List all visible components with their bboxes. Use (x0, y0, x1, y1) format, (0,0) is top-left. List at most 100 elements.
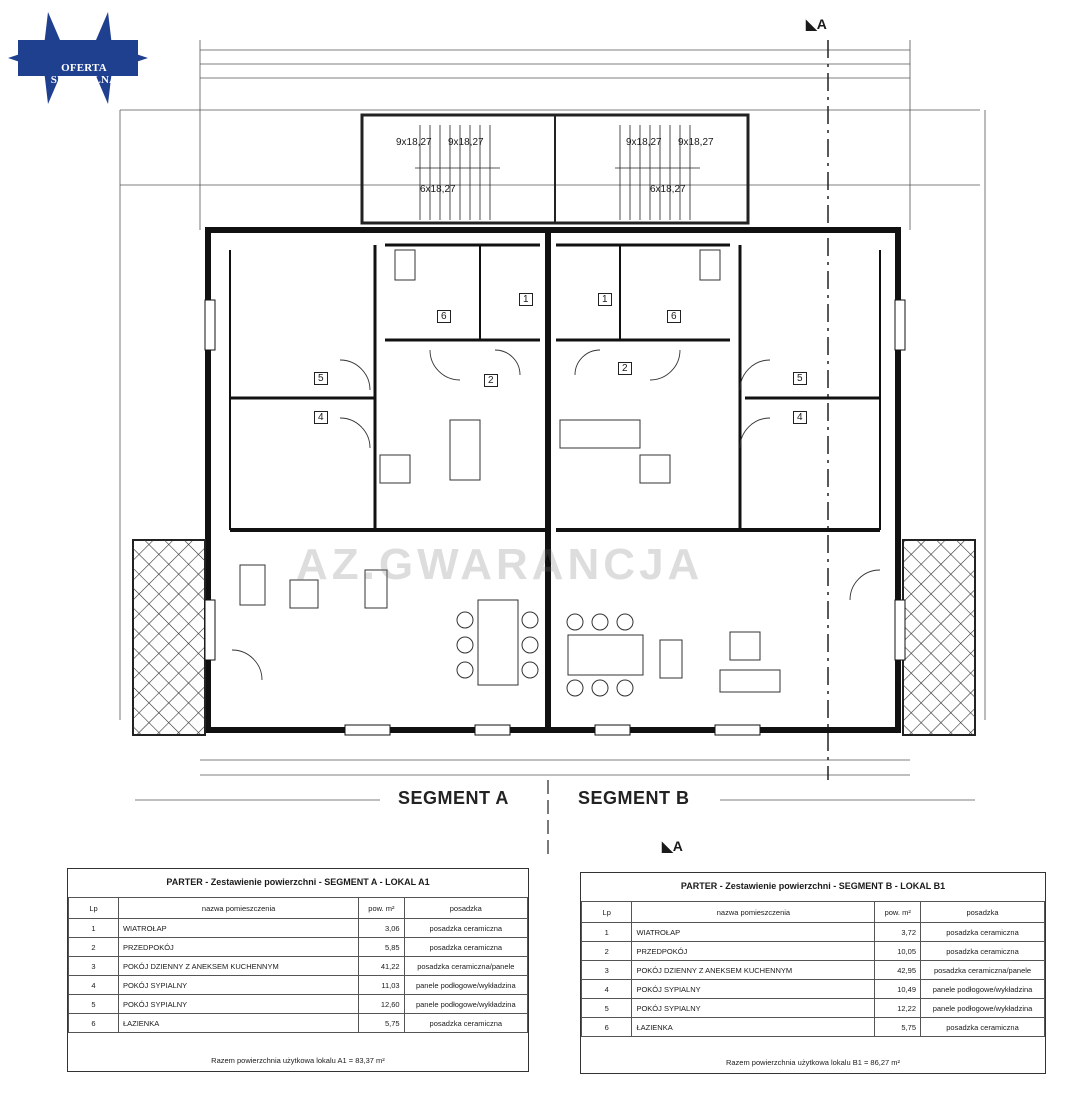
cell-floor: panele podłogowe/wykładzina (403, 994, 529, 1014)
cell-floor: posadzka ceramiczna/panele (920, 960, 1045, 980)
cell-name: POKÓJ DZIENNY Z ANEKSEM KUCHENNYM (631, 960, 876, 980)
cell-area: 12,60 (358, 994, 405, 1014)
col-lp: Lp (68, 897, 119, 919)
star-badge-icon (8, 12, 148, 104)
cell-lp: 1 (68, 918, 119, 938)
cell-floor: posadzka ceramiczna (920, 922, 1045, 942)
cell-floor: posadzka ceramiczna (920, 1017, 1045, 1037)
room-number: 1 (598, 293, 612, 306)
section-mark-top-label: A (816, 16, 827, 32)
cell-lp: 6 (68, 1013, 119, 1033)
table-header-row: Lp nazwa pomieszczenia pow. m² posadzka (580, 901, 1045, 923)
cell-name: POKÓJ SYPIALNY (117, 994, 360, 1014)
col-area: pow. m² (874, 901, 922, 923)
cell-area: 5,85 (358, 937, 405, 957)
cell-floor: posadzka ceramiczna (920, 941, 1045, 961)
stair-label: 9x18,27 (448, 137, 484, 148)
terrace-right-hatch (903, 540, 975, 735)
cell-area: 41,22 (358, 956, 405, 976)
windows (204, 299, 906, 736)
segment-b-label: SEGMENT B (578, 788, 690, 808)
dimension-lines (119, 40, 986, 801)
cell-name: PRZEDPOKÓJ (117, 937, 360, 957)
col-floor: posadzka (920, 901, 1045, 923)
cell-area: 5,75 (874, 1017, 922, 1037)
stair-label: 9x18,27 (626, 137, 662, 148)
cell-lp: 2 (68, 937, 119, 957)
special-offer-badge: OFERTA SPECJALNA (8, 12, 148, 104)
cell-name: ŁAZIENKA (117, 1013, 360, 1033)
cell-name: POKÓJ SYPIALNY (631, 998, 876, 1018)
cell-area: 11,03 (358, 975, 405, 995)
cell-area: 42,95 (874, 960, 922, 980)
table-b-grid: Lp nazwa pomieszczenia pow. m² posadzka … (580, 901, 1045, 1037)
cell-lp: 4 (68, 975, 119, 995)
cell-name: WIATROŁAP (117, 918, 360, 938)
cell-area: 10,05 (874, 941, 922, 961)
cell-floor: panele podłogowe/wykładzina (403, 975, 529, 995)
cell-floor: panele podłogowe/wykładzina (920, 998, 1045, 1018)
cell-lp: 1 (580, 922, 633, 942)
building-walls (205, 227, 901, 733)
col-floor: posadzka (403, 897, 529, 919)
cell-floor: posadzka ceramiczna (403, 918, 529, 938)
cell-floor: posadzka ceramiczna (403, 937, 529, 957)
col-area: pow. m² (358, 897, 405, 919)
door-swings (231, 349, 881, 681)
watermark: AZ.GWARANCJA (296, 540, 704, 589)
room-number: 6 (667, 310, 681, 323)
floor-plan (119, 40, 986, 860)
table-a-title: PARTER - Zestawienie powierzchni - SEGME… (166, 877, 430, 887)
cell-area: 3,72 (874, 922, 922, 942)
cell-area: 5,75 (358, 1013, 405, 1033)
room-number: 5 (314, 372, 328, 385)
area-table-b: PARTER - Zestawienie powierzchni - SEGME… (580, 872, 1046, 1074)
segment-a-label: SEGMENT A (398, 788, 509, 808)
section-mark-top: ◣A (806, 16, 827, 32)
room-number: 4 (793, 411, 807, 424)
badge-label: OFERTA SPECJALNA (50, 62, 118, 86)
room-number: 6 (437, 310, 451, 323)
room-number: 5 (793, 372, 807, 385)
stair-label: 6x18,27 (650, 184, 686, 195)
section-mark-bottom: ◣A (662, 838, 683, 854)
cell-floor: panele podłogowe/wykładzina (920, 979, 1045, 999)
table-header-row: Lp nazwa pomieszczenia pow. m² posadzka (68, 897, 529, 919)
cell-lp: 3 (580, 960, 633, 980)
room-number: 1 (519, 293, 533, 306)
cell-lp: 5 (580, 998, 633, 1018)
cell-name: POKÓJ SYPIALNY (631, 979, 876, 999)
table-b-title: PARTER - Zestawienie powierzchni - SEGME… (680, 881, 946, 891)
cell-area: 10,49 (874, 979, 922, 999)
area-table-a: PARTER - Zestawienie powierzchni - SEGME… (67, 868, 529, 1072)
col-name: nazwa pomieszczenia (117, 897, 360, 919)
stair-label: 9x18,27 (396, 137, 432, 148)
table-a-grid: Lp nazwa pomieszczenia pow. m² posadzka … (68, 897, 529, 1033)
room-number: 2 (618, 362, 632, 375)
cell-area: 12,22 (874, 998, 922, 1018)
room-number: 2 (484, 374, 498, 387)
room-number: 4 (314, 411, 328, 424)
cell-name: POKÓJ DZIENNY Z ANEKSEM KUCHENNYM (117, 956, 360, 976)
cell-name: WIATROŁAP (631, 922, 876, 942)
cell-floor: posadzka ceramiczna (403, 1013, 529, 1033)
stair-label: 6x18,27 (420, 184, 456, 195)
cell-floor: posadzka ceramiczna/panele (403, 956, 529, 976)
stair-block (360, 113, 750, 225)
cell-lp: 3 (68, 956, 119, 976)
cell-name: POKÓJ SYPIALNY (117, 975, 360, 995)
terrace-left-hatch (133, 540, 205, 735)
cell-lp: 6 (580, 1017, 633, 1037)
table-a-sum: Razem powierzchnia użytkowa lokalu A1 = … (211, 1056, 385, 1065)
